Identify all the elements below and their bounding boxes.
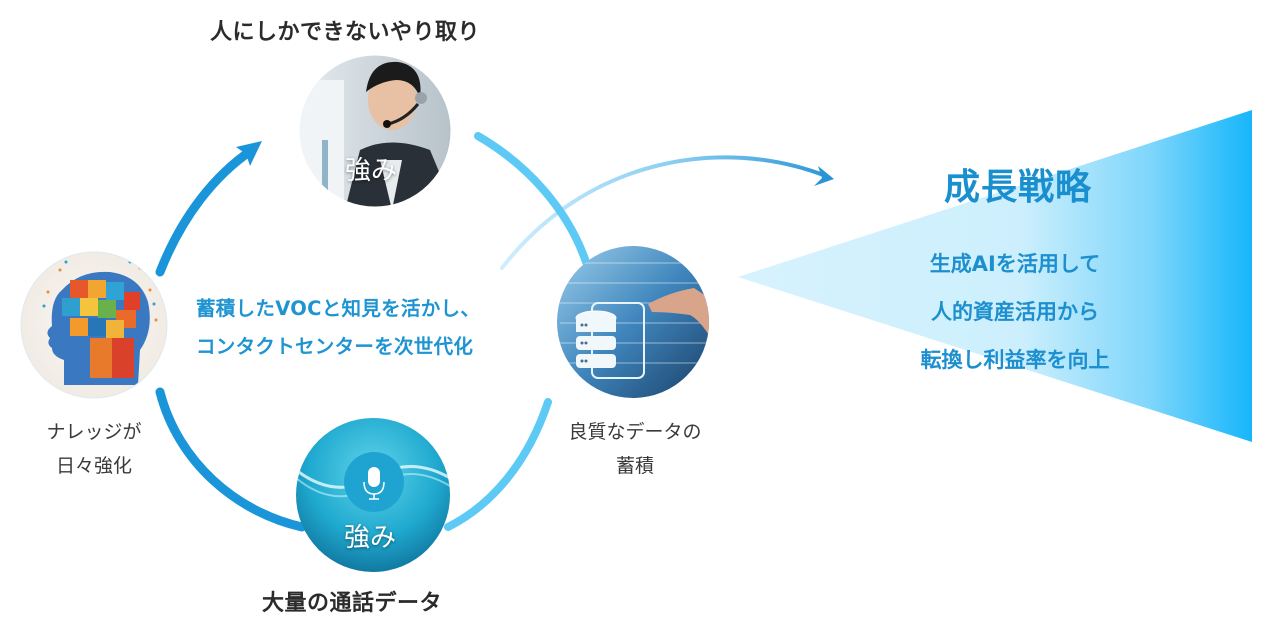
right-node-caption-line1: 良質なデータの	[568, 421, 702, 443]
left-node-caption-line1: ナレッジが	[46, 421, 142, 443]
left-node-caption-line2: 日々強化	[55, 455, 132, 477]
center-message-line2: コンタクトセンターを次世代化	[196, 335, 474, 358]
cycle-arc-right-top	[474, 132, 590, 266]
right-node-caption: 良質なデータの 蓄積	[545, 415, 725, 483]
left-node-caption: ナレッジが 日々強化	[24, 415, 164, 483]
cycle-arrowhead-top-left	[236, 141, 262, 166]
strategy-title: 成長戦略	[943, 167, 1092, 208]
cycle-arc-right-bottom	[444, 398, 552, 531]
right-node-caption-line2: 蓄積	[615, 455, 654, 477]
puzzle-head-image	[21, 252, 167, 398]
cycle-arc-left-down	[155, 387, 307, 532]
cycle-arc-left-up	[155, 145, 257, 277]
database-photo	[557, 246, 709, 398]
growth-arrowhead	[814, 166, 834, 186]
strategy-line: 人的資産活用から	[931, 300, 1099, 324]
microphone-icon	[363, 467, 385, 500]
bottom-node-title: 大量の通話データ	[262, 591, 443, 616]
strategy-funnel	[738, 110, 1252, 442]
top-node-strength-badge: 強み	[345, 156, 398, 186]
bottom-node-strength-badge: 強み	[344, 523, 397, 553]
growth-arrow	[500, 155, 828, 270]
strategy-description: 生成AIを活用して 人的資産活用から 転換し利益率を向上	[880, 240, 1150, 384]
strategy-line: 生成AIを活用して	[929, 252, 1101, 276]
strategy-line: 転換し利益率を向上	[920, 348, 1110, 372]
center-message: 蓄積したVOCと知見を活かし、 コンタクトセンターを次世代化	[196, 290, 480, 366]
center-message-line1: 蓄積したVOCと知見を活かし、	[196, 297, 481, 320]
top-node-title: 人にしかできないやり取り	[210, 20, 481, 45]
